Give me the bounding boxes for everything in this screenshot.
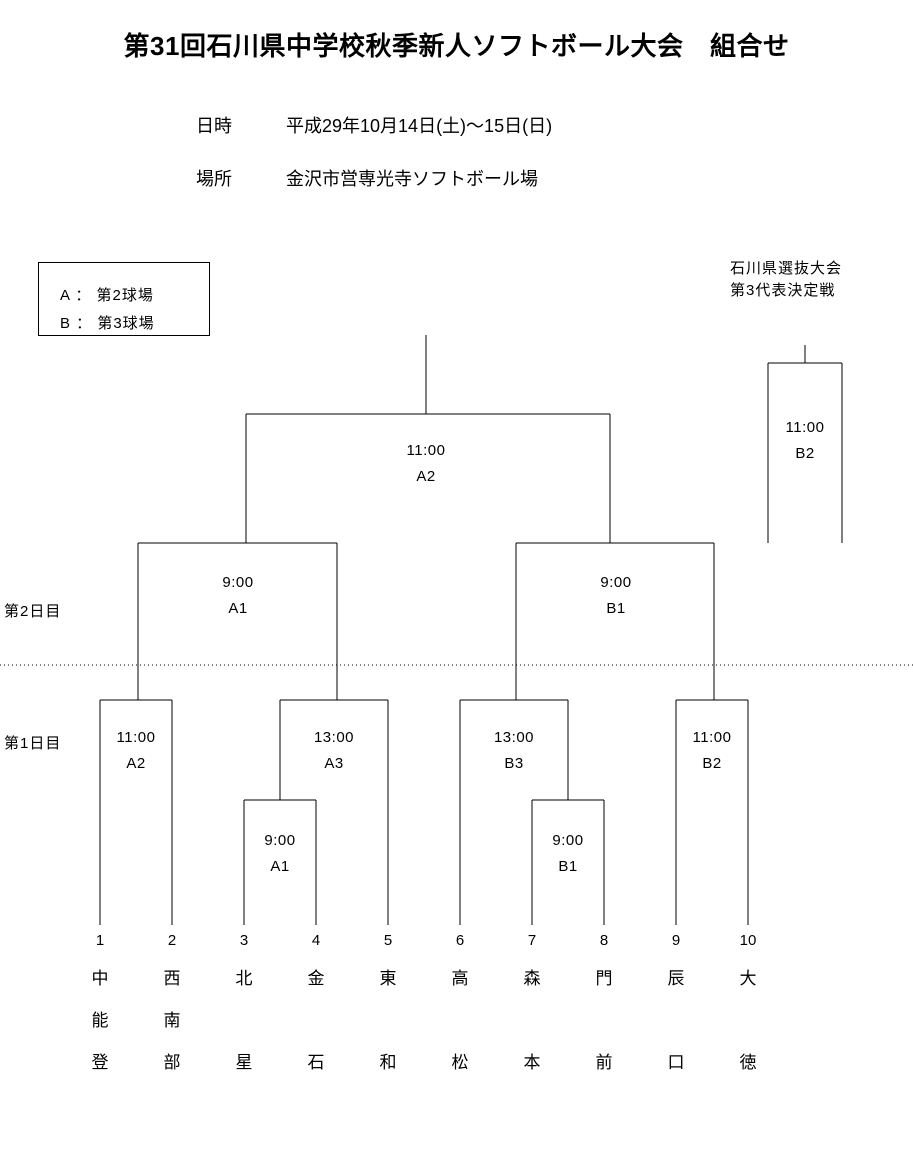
match-label-semi-right: 9:00 B1 (556, 570, 676, 622)
team-name-char: 口 (667, 1053, 685, 1072)
team-name-char: 和 (379, 1053, 397, 1072)
seed-number: 7 (527, 932, 537, 949)
match-d1-m4-time: 13:00 (493, 729, 535, 746)
match-label-d1-m2: 13:00 A3 (274, 725, 394, 777)
match-semi-left-field: A1 (228, 600, 248, 617)
match-final-time: 11:00 (406, 442, 446, 459)
team-name-char: 前 (595, 1053, 613, 1072)
team-name-char (512, 1000, 552, 1042)
team-name-char: 大 (739, 969, 757, 988)
team-name-char (584, 1000, 624, 1042)
match-d1-m5-time: 9:00 (552, 832, 584, 849)
team-name-char: 松 (451, 1053, 469, 1072)
venue-legend-box (38, 262, 210, 336)
team-name-column: 金 石 (296, 958, 336, 1084)
third-place-note-line1: 石川県選抜大会 (730, 260, 843, 277)
team-name-char: 能 (91, 1011, 109, 1030)
team-name-char: 辰 (667, 969, 685, 988)
match-d1-m5-field: B1 (558, 858, 578, 875)
seed-number: 1 (95, 932, 105, 949)
team-name-column: 北 星 (224, 958, 264, 1084)
team-name-column: 中能登 (80, 958, 120, 1084)
team-name-char: 西 (163, 969, 181, 988)
match-label-d1-m1: 11:00 A2 (76, 725, 196, 777)
team-name-column: 高 松 (440, 958, 480, 1084)
team-name-char (440, 1000, 480, 1042)
team-name-char: 本 (523, 1053, 541, 1072)
third-place-note-line2: 第3代表決定戦 (730, 282, 836, 299)
match-d1-m2-field: A3 (324, 755, 344, 772)
team-name-char: 部 (163, 1053, 181, 1072)
seed-number: 10 (739, 932, 757, 949)
team-name-char: 門 (595, 969, 613, 988)
match-d1-m6-time: 11:00 (692, 729, 732, 746)
team-name-column: 辰 口 (656, 958, 696, 1084)
team-name-char: 南 (163, 1011, 181, 1030)
date-value: 平成29年10月14日(土)〜15日(日) (286, 116, 553, 136)
match-third-place-time: 11:00 (785, 419, 825, 436)
seed-number: 5 (383, 932, 393, 949)
team-name-char (728, 1000, 768, 1042)
match-d1-m4-field: B3 (504, 755, 524, 772)
match-d1-m1-time: 11:00 (116, 729, 156, 746)
match-label-d1-m5: 9:00 B1 (508, 828, 628, 880)
page-title: 第31回石川県中学校秋季新人ソフトボール大会 組合せ (123, 31, 790, 61)
date-label: 日時 (196, 116, 232, 136)
team-name-char: 中 (91, 969, 109, 988)
team-name-column: 大 徳 (728, 958, 768, 1084)
team-name-column: 東 和 (368, 958, 408, 1084)
seed-number: 8 (599, 932, 609, 949)
match-semi-right-field: B1 (606, 600, 626, 617)
team-name-char: 石 (307, 1053, 325, 1072)
match-label-d1-m4: 13:00 B3 (454, 725, 574, 777)
match-final-field: A2 (416, 468, 436, 485)
match-label-semi-left: 9:00 A1 (178, 570, 298, 622)
team-name-char: 徳 (739, 1053, 757, 1072)
match-semi-left-time: 9:00 (222, 574, 254, 591)
match-label-third-place: 11:00 B2 (745, 415, 865, 467)
match-label-d1-m6: 11:00 B2 (652, 725, 772, 777)
match-third-place-field: B2 (795, 445, 815, 462)
team-name-char: 森 (523, 969, 541, 988)
team-name-char (656, 1000, 696, 1042)
day1-label: 第1日目 (4, 735, 62, 752)
team-name-char (296, 1000, 336, 1042)
match-d1-m3-time: 9:00 (264, 832, 296, 849)
seed-number: 3 (239, 932, 249, 949)
match-d1-m6-field: B2 (702, 755, 722, 772)
team-name-column: 森 本 (512, 958, 552, 1084)
team-name-char: 金 (307, 969, 325, 988)
team-name-char: 登 (91, 1053, 109, 1072)
team-name-char: 高 (451, 969, 469, 988)
day2-label: 第2日目 (4, 603, 62, 620)
place-value: 金沢市営専光寺ソフトボール場 (286, 169, 538, 189)
third-place-note: 石川県選抜大会 第3代表決定戦 (730, 258, 910, 302)
legend-line-b: B ： 第3球場 (60, 315, 155, 332)
match-semi-right-time: 9:00 (600, 574, 632, 591)
seed-number: 9 (671, 932, 681, 949)
match-d1-m2-time: 13:00 (313, 729, 355, 746)
team-name-char: 星 (235, 1053, 253, 1072)
match-d1-m3-field: A1 (270, 858, 290, 875)
seed-number: 6 (455, 932, 465, 949)
team-name-char: 北 (235, 969, 253, 988)
match-label-d1-m3: 9:00 A1 (220, 828, 340, 880)
team-name-char (368, 1000, 408, 1042)
team-name-char (224, 1000, 264, 1042)
match-label-final: 11:00 A2 (366, 438, 486, 490)
seed-number: 2 (167, 932, 177, 949)
team-name-column: 門 前 (584, 958, 624, 1084)
place-label: 場所 (196, 169, 232, 189)
seed-number: 4 (311, 932, 321, 949)
team-name-char: 東 (379, 969, 397, 988)
legend-line-a: A ： 第2球場 (60, 287, 154, 304)
match-d1-m1-field: A2 (126, 755, 146, 772)
team-name-column: 西南部 (152, 958, 192, 1084)
